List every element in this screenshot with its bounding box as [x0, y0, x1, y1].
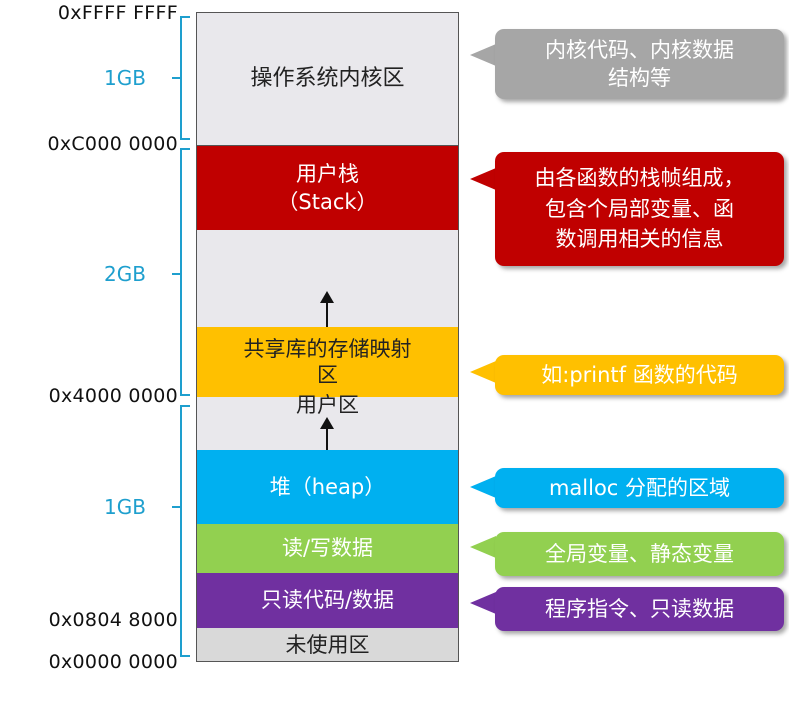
callout-stack-text-1: 由各函数的栈帧组成，: [534, 166, 745, 191]
segment-shared-label-1: 共享库的存储映射: [243, 336, 412, 361]
callout-heap-text: malloc 分配的区域: [548, 475, 731, 500]
address-zero: 0x0000 0000: [48, 651, 178, 673]
callout-ro-code-text: 程序指令、只读数据: [545, 596, 734, 621]
segment-unused: 未使用区: [197, 628, 458, 662]
segment-user-area-label: 用户区: [296, 393, 359, 417]
callout-rw-data-text: 全局变量、静态变量: [545, 541, 734, 566]
segment-ro-code: 只读代码/数据: [197, 573, 458, 628]
callout-kernel-text-1: 内核代码、内核数据: [545, 37, 734, 62]
segment-kernel-label: 操作系统内核区: [250, 65, 405, 91]
size-lower-user: 1GB: [104, 495, 146, 519]
callout-kernel-text-2: 结构等: [608, 66, 671, 90]
segment-stack-label-2: （Stack）: [277, 190, 378, 214]
segment-stack-label-1: 用户栈: [296, 161, 359, 186]
address-kernel-base: 0xC000 0000: [47, 133, 178, 155]
segment-shared-label-2: 区: [317, 363, 338, 387]
segment-rw-data: 读/写数据: [197, 524, 458, 573]
segment-stack: 用户栈 （Stack）: [197, 145, 458, 230]
size-kernel: 1GB: [104, 66, 146, 90]
size-upper-user: 2GB: [104, 262, 146, 286]
callout-stack-text-2: 包含个局部变量、函: [545, 196, 734, 221]
segment-shared-library: 共享库的存储映射 区: [197, 327, 458, 397]
address-top: 0xFFFF FFFF: [57, 2, 178, 24]
address-shared-base: 0x4000 0000: [48, 385, 178, 407]
segment-ro-code-label: 只读代码/数据: [260, 588, 395, 613]
segment-unused-label: 未使用区: [285, 632, 370, 657]
segment-heap: 堆（heap）: [197, 450, 458, 524]
segment-kernel: 操作系统内核区: [197, 12, 458, 145]
segment-rw-data-label: 读/写数据: [281, 536, 374, 561]
callout-stack-text-3: 数调用相关的信息: [555, 227, 724, 252]
segment-heap-label: 堆（heap）: [269, 474, 386, 499]
address-code-base: 0x0804 8000: [48, 609, 178, 631]
callout-shared-text: 如:printf 函数的代码: [541, 362, 738, 387]
